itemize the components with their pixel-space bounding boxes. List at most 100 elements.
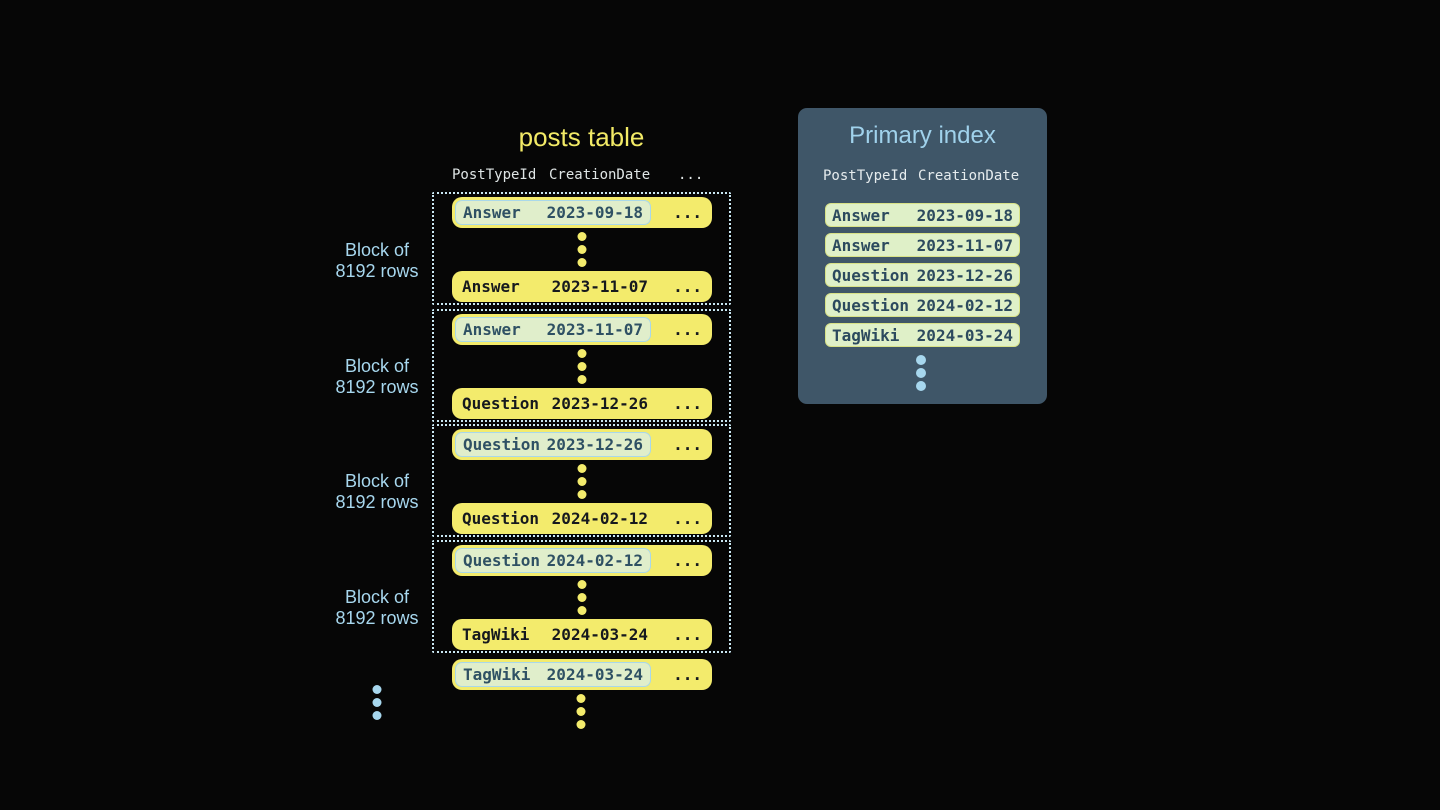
cell-creationdate: 2023-12-26 xyxy=(916,265,1013,285)
index-row: Answer 2023-11-07 xyxy=(825,233,1020,257)
table-row-last: Question 2023-12-26 ... xyxy=(452,388,712,419)
dot-icon xyxy=(577,375,586,384)
cell-posttypeid: Question xyxy=(463,551,541,570)
vertical-ellipsis-icon xyxy=(577,232,586,267)
dot-icon xyxy=(372,698,382,707)
row-more-columns: ... xyxy=(673,435,702,454)
column-header-more: ... xyxy=(678,167,704,183)
posts-block-1: Answer 2023-09-18 ... Answer 2023-11-07 … xyxy=(432,192,731,305)
table-row-last: Question 2024-02-12 ... xyxy=(452,503,712,534)
table-row-last: TagWiki 2024-03-24 ... xyxy=(452,619,712,650)
block-label-line2: 8192 rows xyxy=(335,492,419,512)
posts-block-2: Answer 2023-11-07 ... Question 2023-12-2… xyxy=(432,309,731,422)
dot-icon xyxy=(577,477,586,486)
dot-icon xyxy=(577,258,586,267)
index-row: Answer 2023-09-18 xyxy=(825,203,1020,227)
block-label-line1: Block of xyxy=(344,471,410,491)
cell-posttypeid: Answer xyxy=(832,205,890,225)
dot-icon xyxy=(577,464,586,473)
row-highlight: Answer 2023-09-18 xyxy=(455,200,651,225)
row-more-columns: ... xyxy=(673,277,702,296)
table-row-first: Answer 2023-09-18 ... xyxy=(452,197,712,228)
row-highlight: Answer 2023-11-07 xyxy=(455,317,651,342)
vertical-ellipsis-icon xyxy=(916,355,926,391)
index-row: Question 2023-12-26 xyxy=(825,263,1020,287)
cell-creationdate: 2023-09-18 xyxy=(916,205,1013,225)
cell-creationdate: 2024-02-12 xyxy=(546,551,643,570)
vertical-ellipsis-icon xyxy=(372,685,382,720)
dot-icon xyxy=(576,694,586,703)
cell-creationdate: 2024-02-12 xyxy=(916,295,1013,315)
cell-posttypeid: Question xyxy=(462,394,540,413)
cell-posttypeid: Answer xyxy=(462,277,520,296)
dot-icon xyxy=(577,606,586,615)
cell-posttypeid: Question xyxy=(832,295,910,315)
block-label-line1: Block of xyxy=(344,240,410,260)
vertical-ellipsis-icon xyxy=(576,694,586,729)
cell-creationdate: 2024-03-24 xyxy=(551,625,648,644)
index-row: TagWiki 2024-03-24 xyxy=(825,323,1020,347)
table-row-overflow: TagWiki 2024-03-24 ... xyxy=(452,659,712,690)
row-highlight: Question 2024-02-12 xyxy=(455,548,651,573)
block-label-line2: 8192 rows xyxy=(335,261,419,281)
cell-posttypeid: TagWiki xyxy=(832,325,900,345)
cell-posttypeid: Answer xyxy=(463,203,521,222)
dot-icon xyxy=(576,720,586,729)
row-more-columns: ... xyxy=(673,665,702,684)
cell-creationdate: 2024-03-24 xyxy=(546,665,643,684)
row-highlight: TagWiki 2024-03-24 xyxy=(455,662,651,687)
row-more-columns: ... xyxy=(673,509,702,528)
cell-posttypeid: Answer xyxy=(832,235,890,255)
table-row-last: Answer 2023-11-07 ... xyxy=(452,271,712,302)
column-header-creationdate: CreationDate xyxy=(549,167,651,183)
cell-creationdate: 2024-03-24 xyxy=(916,325,1013,345)
dot-icon xyxy=(372,711,382,720)
cell-creationdate: 2023-11-07 xyxy=(546,320,643,339)
posts-table-title: posts table xyxy=(518,122,645,152)
dot-icon xyxy=(577,245,586,254)
index-row: Question 2024-02-12 xyxy=(825,293,1020,317)
dot-icon xyxy=(576,707,586,716)
dot-icon xyxy=(916,368,926,378)
row-more-columns: ... xyxy=(673,203,702,222)
dot-icon xyxy=(577,349,586,358)
block-label-1: Block of 8192 rows xyxy=(306,240,448,282)
cell-posttypeid: Answer xyxy=(463,320,521,339)
table-row-first: Question 2023-12-26 ... xyxy=(452,429,712,460)
dot-icon xyxy=(916,355,926,365)
posts-table-column-headers: PostTypeId CreationDate ... xyxy=(452,167,722,185)
table-row-first: Answer 2023-11-07 ... xyxy=(452,314,712,345)
row-more-columns: ... xyxy=(673,551,702,570)
posts-block-3: Question 2023-12-26 ... Question 2024-02… xyxy=(432,424,731,537)
column-header-creationdate: CreationDate xyxy=(918,168,1020,184)
dot-icon xyxy=(577,490,586,499)
row-more-columns: ... xyxy=(673,394,702,413)
column-header-posttypeid: PostTypeId xyxy=(452,167,537,183)
cell-creationdate: 2023-11-07 xyxy=(916,235,1013,255)
dot-icon xyxy=(577,232,586,241)
row-highlight: Question 2023-12-26 xyxy=(455,432,651,457)
cell-creationdate: 2024-02-12 xyxy=(551,509,648,528)
primary-index-title: Primary index xyxy=(849,122,996,149)
block-label-line1: Block of xyxy=(344,356,410,376)
cell-posttypeid: Question xyxy=(463,435,541,454)
dot-icon xyxy=(577,580,586,589)
row-more-columns: ... xyxy=(673,320,702,339)
vertical-ellipsis-icon xyxy=(577,349,586,384)
cell-posttypeid: TagWiki xyxy=(463,665,531,684)
column-header-posttypeid: PostTypeId xyxy=(823,168,908,184)
cell-posttypeid: TagWiki xyxy=(462,625,530,644)
cell-creationdate: 2023-09-18 xyxy=(546,203,643,222)
table-row-first: Question 2024-02-12 ... xyxy=(452,545,712,576)
posts-block-4: Question 2024-02-12 ... TagWiki 2024-03-… xyxy=(432,540,731,653)
cell-creationdate: 2023-11-07 xyxy=(551,277,648,296)
block-label-2: Block of 8192 rows xyxy=(306,356,448,398)
block-label-line1: Block of xyxy=(344,587,410,607)
vertical-ellipsis-icon xyxy=(577,580,586,615)
dot-icon xyxy=(916,381,926,391)
dot-icon xyxy=(372,685,382,694)
primary-index-column-headers: PostTypeId CreationDate xyxy=(798,168,1047,186)
cell-creationdate: 2023-12-26 xyxy=(551,394,648,413)
block-label-3: Block of 8192 rows xyxy=(306,471,448,513)
block-label-4: Block of 8192 rows xyxy=(306,587,448,629)
